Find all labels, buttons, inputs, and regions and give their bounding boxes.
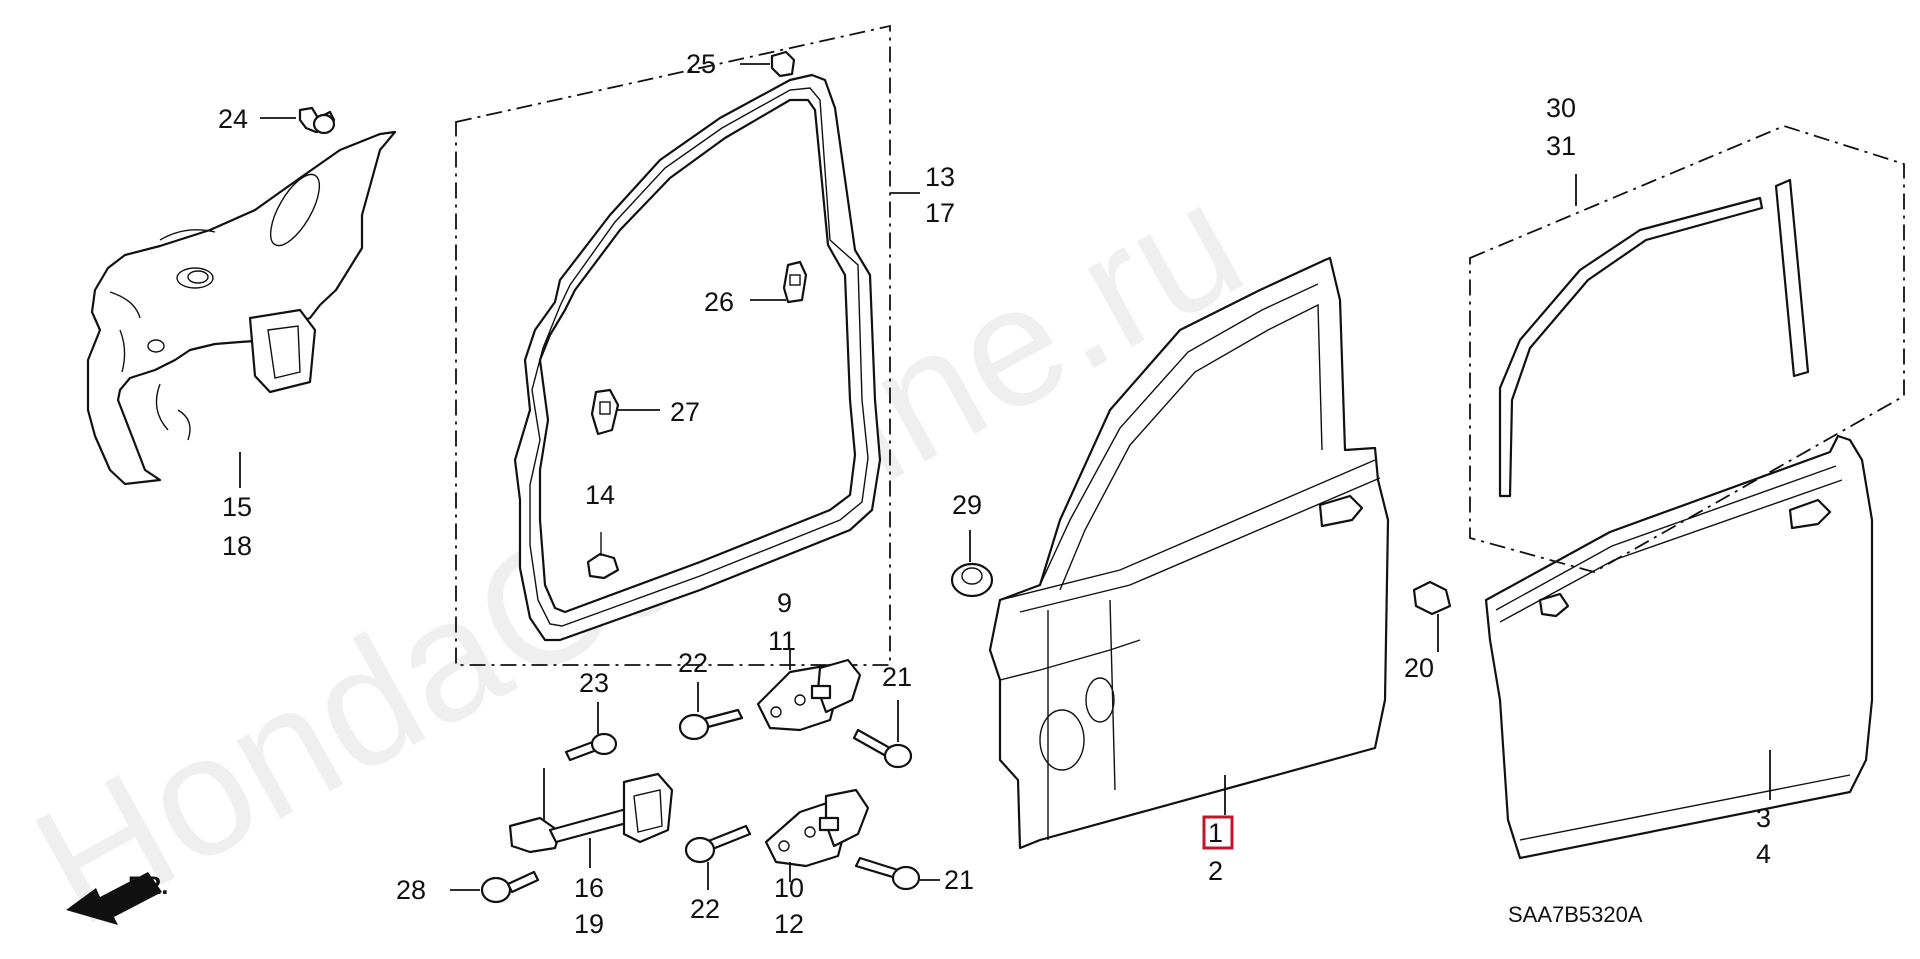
callout-15[interactable]: 15 <box>222 492 252 522</box>
diagram-code: SAA7B5320A <box>1508 902 1643 927</box>
callout-9[interactable]: 9 <box>777 588 792 618</box>
callout-1[interactable]: 1 <box>1208 818 1223 848</box>
bolt-28[interactable] <box>480 870 540 904</box>
callout-2[interactable]: 2 <box>1208 856 1223 886</box>
weatherstrip-frame <box>455 24 891 666</box>
callout-12[interactable]: 12 <box>774 909 804 939</box>
bolt-21-lower[interactable] <box>854 856 921 891</box>
callout-27[interactable]: 27 <box>670 397 700 427</box>
callout-18[interactable]: 18 <box>222 531 252 561</box>
callout-21-upper[interactable]: 21 <box>882 662 912 692</box>
window-molding[interactable] <box>1498 178 1810 498</box>
selected-part-marker <box>1202 815 1234 850</box>
front-arrow-label: FR. <box>128 872 168 900</box>
door-weatherstrip[interactable] <box>513 73 882 642</box>
callouts: 1 2 3 4 9 10 11 12 13 14 15 16 17 18 19 … <box>218 49 1771 939</box>
callout-26[interactable]: 26 <box>704 287 734 317</box>
callout-11[interactable]: 11 <box>768 626 796 656</box>
plug-29[interactable] <box>950 562 994 598</box>
callout-4[interactable]: 4 <box>1756 839 1771 869</box>
callout-19[interactable]: 19 <box>574 909 604 939</box>
callout-17[interactable]: 17 <box>925 198 955 228</box>
clip-26[interactable] <box>782 260 808 304</box>
callout-22-lower[interactable]: 22 <box>690 894 720 924</box>
callout-14[interactable]: 14 <box>585 480 615 510</box>
callout-16[interactable]: 16 <box>574 873 604 903</box>
callout-10[interactable]: 10 <box>774 873 804 903</box>
door-checker[interactable] <box>508 772 674 854</box>
callout-21-lower[interactable]: 21 <box>944 865 974 895</box>
callout-25[interactable]: 25 <box>686 49 716 79</box>
upper-door-hinge[interactable] <box>756 658 862 732</box>
clip-27[interactable] <box>590 388 620 436</box>
callout-22-upper[interactable]: 22 <box>678 648 708 678</box>
clip-24[interactable] <box>298 106 336 135</box>
front-door-skin[interactable] <box>1484 434 1874 860</box>
bolt-22-lower[interactable] <box>684 824 752 864</box>
front-direction-arrow: FR. <box>66 872 168 925</box>
callout-3[interactable]: 3 <box>1756 803 1771 833</box>
callout-13[interactable]: 13 <box>925 162 955 192</box>
bolt-22-upper[interactable] <box>678 708 744 741</box>
lower-door-hinge[interactable] <box>764 788 870 868</box>
molding-frame <box>1469 125 1905 573</box>
bolt-21-upper[interactable] <box>852 728 913 769</box>
clip-14[interactable] <box>586 532 620 580</box>
clip-25[interactable] <box>770 50 796 78</box>
callout-31[interactable]: 31 <box>1546 131 1576 161</box>
plug-20[interactable] <box>1412 580 1452 616</box>
bolt-23[interactable] <box>564 732 618 762</box>
callout-28[interactable]: 28 <box>396 875 426 905</box>
front-door-panel[interactable] <box>988 256 1390 850</box>
door-seal-sheet[interactable] <box>86 130 397 486</box>
callout-24[interactable]: 24 <box>218 104 248 134</box>
callout-29[interactable]: 29 <box>952 490 982 520</box>
callout-30[interactable]: 30 <box>1546 93 1576 123</box>
callout-23[interactable]: 23 <box>579 668 609 698</box>
callout-20[interactable]: 20 <box>1404 653 1434 683</box>
